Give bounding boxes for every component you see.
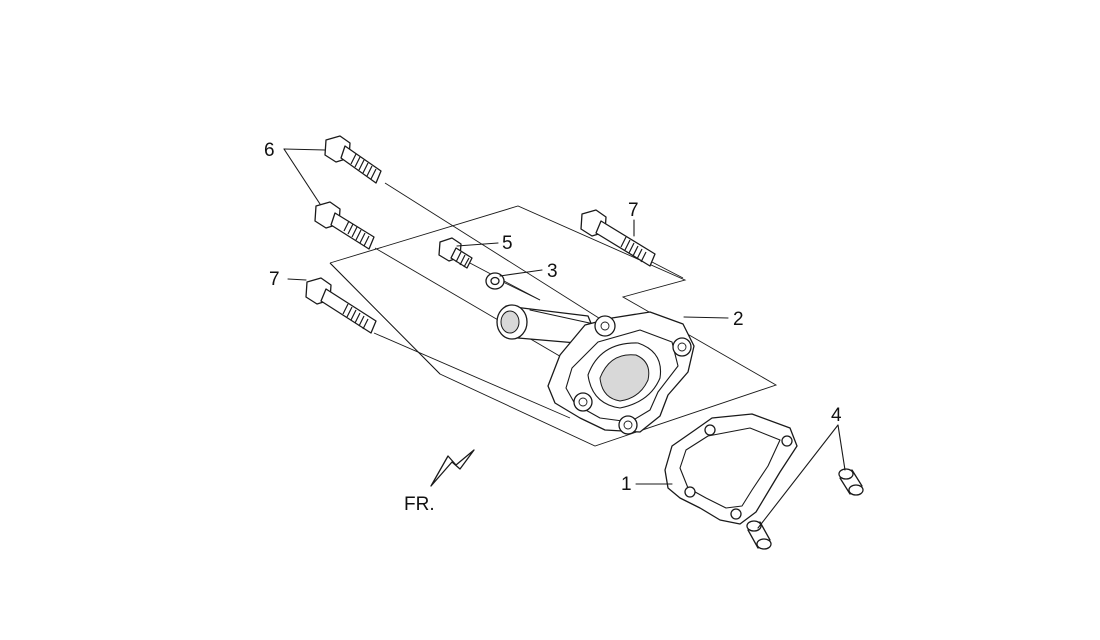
dowel-pin-4-lower — [746, 520, 772, 550]
front-direction-arrow — [430, 449, 475, 487]
bolt-7-left — [305, 277, 377, 334]
bolt-5 — [438, 237, 473, 269]
pump-cover-2 — [496, 304, 695, 435]
callout-5: 5 — [502, 233, 513, 254]
callout-3: 3 — [547, 261, 558, 282]
bolt-7-right — [580, 209, 656, 267]
dowel-pin-4-upper — [838, 468, 864, 496]
bolt-6-upper — [324, 135, 382, 184]
callout-7-left: 7 — [269, 269, 280, 290]
callout-7-right: 7 — [628, 200, 639, 221]
gasket-1 — [664, 413, 798, 525]
assembly-frame-lines — [329, 205, 778, 447]
washer-3 — [485, 272, 505, 290]
callout-2: 2 — [733, 309, 744, 330]
direction-label: FR. — [404, 494, 435, 515]
bolt-6-lower — [314, 201, 375, 250]
callout-6: 6 — [264, 140, 275, 161]
leader-lines — [283, 148, 846, 529]
callout-1: 1 — [621, 474, 632, 495]
callout-4: 4 — [831, 405, 842, 426]
